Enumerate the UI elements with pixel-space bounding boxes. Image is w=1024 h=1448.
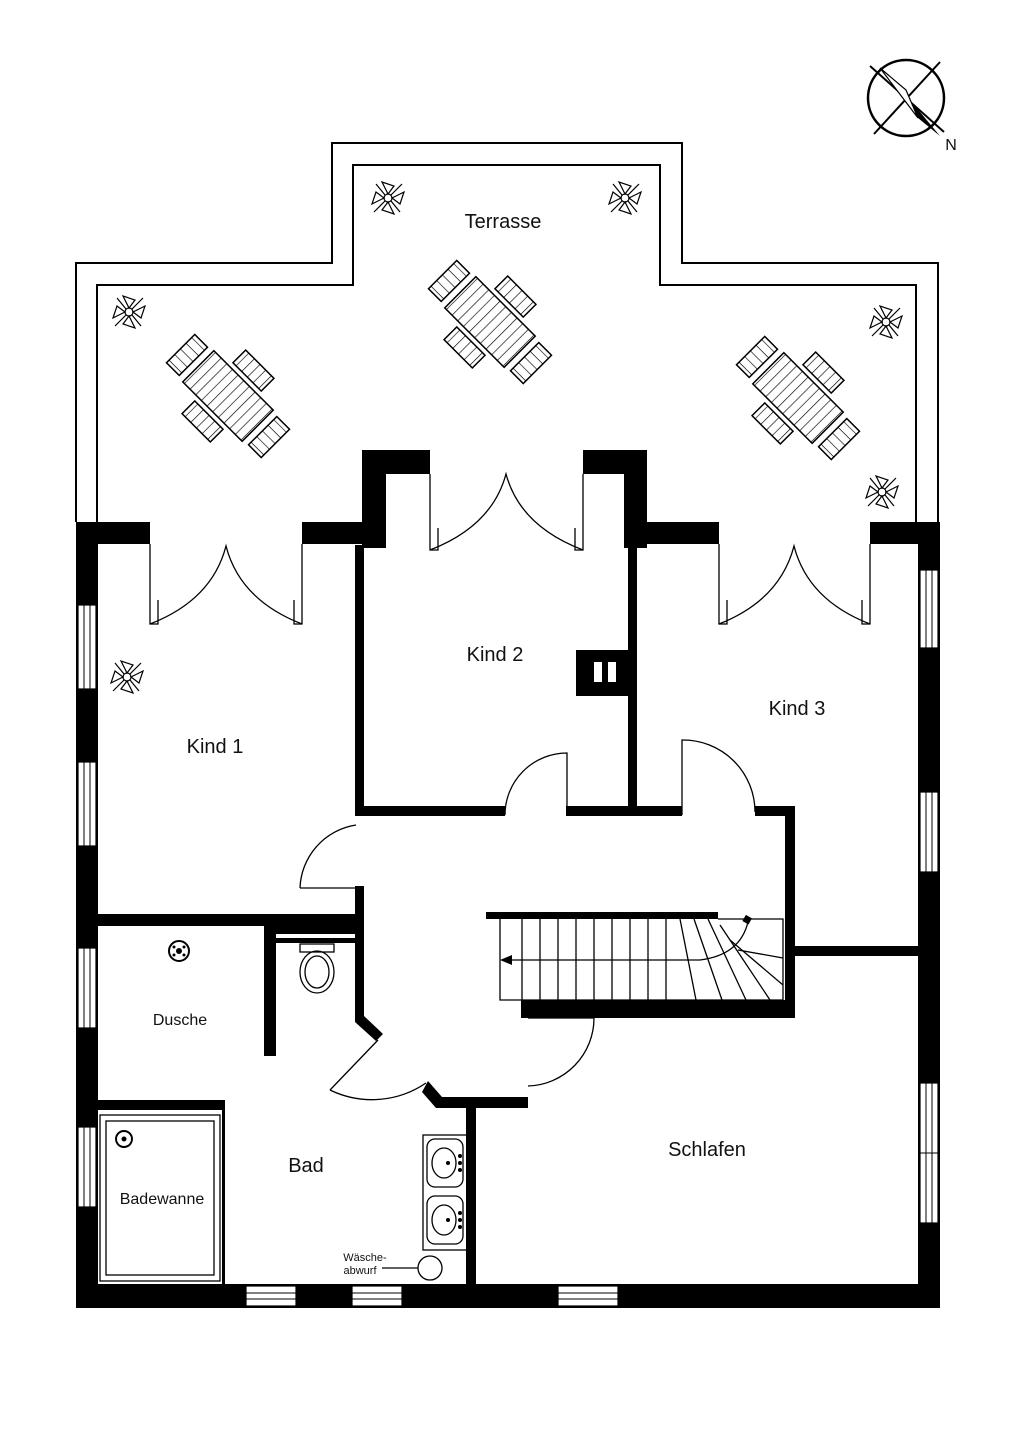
room-label-bad: Bad bbox=[288, 1155, 324, 1177]
doors bbox=[149, 471, 871, 1101]
door-kind2-terrace[interactable] bbox=[429, 471, 584, 551]
room-label-kind3: Kind 3 bbox=[769, 698, 826, 720]
door-kind1-terrace[interactable] bbox=[149, 543, 303, 625]
room-label-terrasse: Terrasse bbox=[465, 211, 542, 233]
laundry-chute-icon bbox=[382, 1255, 443, 1281]
plant-icon bbox=[608, 181, 642, 215]
plant-icon bbox=[869, 305, 903, 339]
plant-icon bbox=[865, 475, 899, 509]
room-label-kind1: Kind 1 bbox=[187, 736, 244, 758]
terrace-parapet bbox=[75, 142, 939, 522]
room-label-schlafen: Schlafen bbox=[668, 1139, 746, 1161]
room-label-kind2: Kind 2 bbox=[467, 644, 524, 666]
toilet-icon bbox=[299, 943, 335, 994]
terrace-furniture bbox=[149, 243, 877, 477]
door-schlafen[interactable] bbox=[527, 1017, 595, 1087]
room-label-badewanne: Badewanne bbox=[120, 1191, 205, 1208]
windows bbox=[77, 569, 939, 1307]
door-kind3[interactable] bbox=[681, 739, 756, 815]
plant-icon bbox=[110, 660, 144, 694]
label-waesche-line2: abwurf bbox=[343, 1265, 377, 1277]
plant-icon bbox=[371, 181, 405, 215]
compass-north-label: N bbox=[945, 137, 957, 154]
room-label-dusche: Dusche bbox=[153, 1012, 207, 1029]
interior-walls bbox=[98, 545, 918, 1286]
shower-drain-icon bbox=[168, 940, 190, 962]
label-waesche-line1: Wäsche- bbox=[343, 1252, 387, 1264]
exterior-walls bbox=[76, 450, 940, 1308]
staircase bbox=[486, 912, 784, 1001]
bath-fixtures bbox=[99, 940, 468, 1282]
compass-rose-icon bbox=[866, 58, 946, 138]
plant-icon bbox=[112, 295, 146, 329]
double-sink-icon bbox=[422, 1134, 468, 1251]
bathtub bbox=[99, 1114, 221, 1282]
door-bad[interactable] bbox=[329, 1039, 427, 1101]
door-kind2[interactable] bbox=[504, 752, 568, 816]
door-kind1[interactable] bbox=[299, 824, 357, 889]
door-kind3-terrace[interactable] bbox=[718, 543, 871, 625]
